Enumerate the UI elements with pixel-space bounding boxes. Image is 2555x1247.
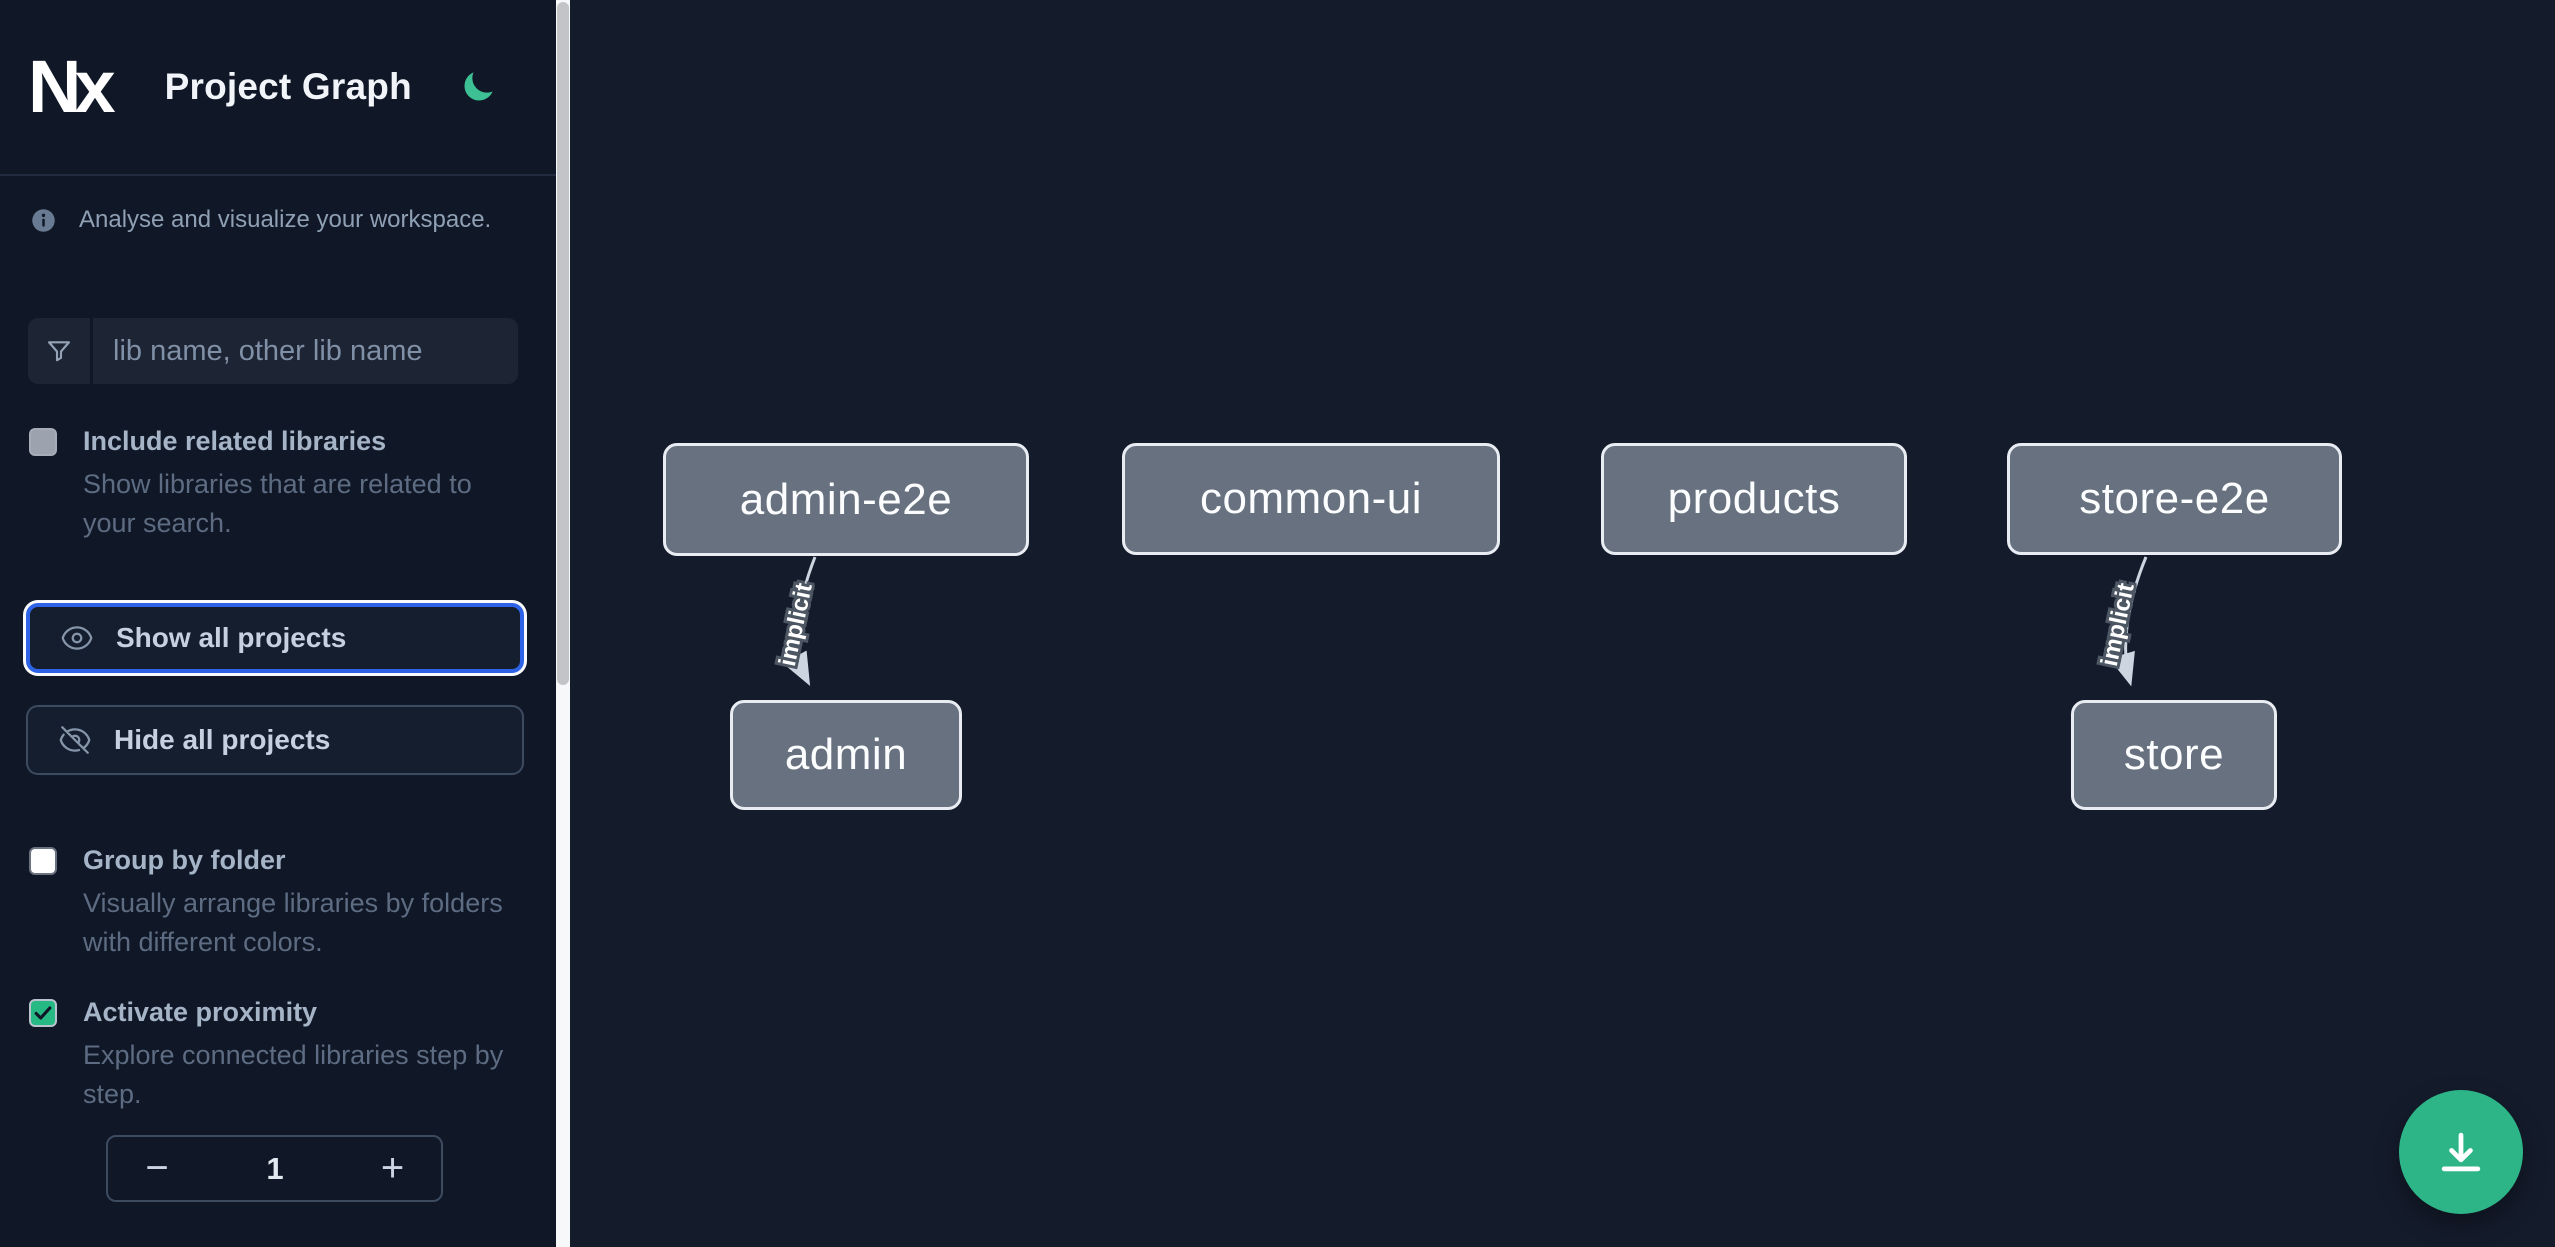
sidebar-scrollbar-track[interactable] [556, 0, 570, 1247]
graph-node-admin[interactable]: admin [730, 700, 962, 810]
include-related-checkbox[interactable] [29, 427, 57, 456]
increment-button[interactable]: + [344, 1137, 441, 1200]
sidebar-header: Nx Project Graph [0, 0, 556, 176]
filter-icon-cell [28, 318, 93, 384]
stepper-value: 1 [266, 1150, 284, 1186]
show-all-projects-button[interactable]: Show all projects [26, 603, 524, 673]
activate-proximity-checkbox[interactable] [29, 998, 57, 1027]
nx-logo: Nx [28, 45, 116, 128]
page-title: Project Graph [164, 66, 412, 107]
option-group-by-folder: Group by folder Visually arrange librari… [29, 845, 530, 962]
edge-admin-e2e-admin[interactable]: implicit [771, 556, 821, 686]
hide-all-projects-label: Hide all projects [114, 724, 331, 755]
hide-all-projects-button[interactable]: Hide all projects [26, 705, 524, 775]
group-by-folder-checkbox[interactable] [29, 846, 57, 875]
check-icon [32, 1002, 54, 1024]
graph-node-store[interactable]: store [2071, 700, 2277, 810]
tagline-text: Analyse and visualize your workspace. [79, 206, 492, 233]
group-by-folder-label[interactable]: Group by folder [83, 845, 286, 875]
moon-icon [460, 69, 496, 105]
include-related-label[interactable]: Include related libraries [83, 426, 387, 456]
sidebar-scrollbar-thumb[interactable] [557, 2, 569, 685]
filter-box [28, 318, 518, 384]
download-icon [2434, 1125, 2488, 1179]
eye-icon [60, 621, 94, 655]
tagline: Analyse and visualize your workspace. [30, 206, 532, 234]
show-all-projects-label: Show all projects [116, 622, 347, 653]
theme-toggle-button[interactable] [458, 67, 498, 107]
decrement-button[interactable]: − [108, 1137, 206, 1200]
edge-label: implicit [774, 581, 818, 669]
graph-node-products[interactable]: products [1601, 443, 1907, 555]
info-icon [30, 207, 57, 234]
edge-label: implicit [2096, 581, 2140, 669]
graph-node-admin-e2e[interactable]: admin-e2e [663, 443, 1029, 556]
graph-node-store-e2e[interactable]: store-e2e [2007, 443, 2342, 555]
filter-input[interactable] [93, 318, 518, 384]
include-related-description: Show libraries that are related to your … [83, 469, 472, 538]
graph-edges: implicit implicit [771, 556, 2148, 687]
edge-store-e2e-store[interactable]: implicit [2093, 556, 2148, 687]
funnel-icon [44, 336, 74, 366]
activate-proximity-label[interactable]: Activate proximity [83, 997, 318, 1027]
graph-node-common-ui[interactable]: common-ui [1122, 443, 1500, 555]
download-image-button[interactable] [2399, 1090, 2523, 1214]
project-graph-canvas[interactable]: implicit implicit admin-e2e common-ui pr… [570, 0, 2555, 1247]
sidebar: Nx Project Graph Analyse and visualize y… [0, 0, 556, 1247]
group-by-folder-description: Visually arrange libraries by folders wi… [83, 888, 503, 957]
option-include-related: Include related libraries Show libraries… [29, 426, 530, 543]
eye-slash-icon [58, 723, 92, 757]
proximity-depth-stepper: − 1 + [106, 1135, 443, 1202]
option-activate-proximity: Activate proximity Explore connected lib… [29, 997, 530, 1114]
activate-proximity-description: Explore connected libraries step by step… [83, 1040, 504, 1109]
